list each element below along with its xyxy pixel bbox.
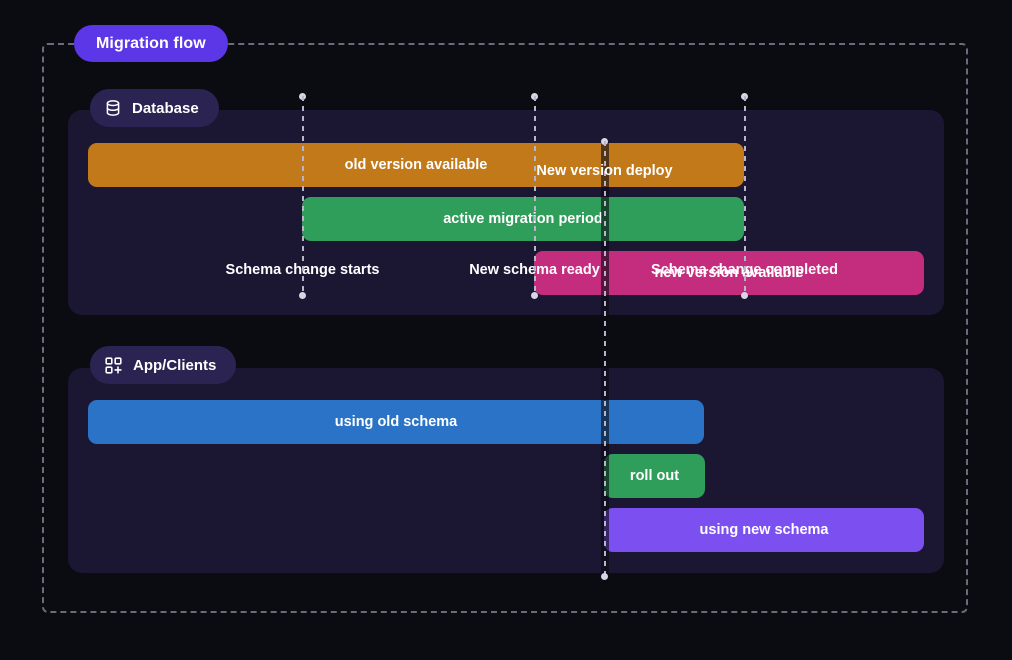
database-icon [104, 99, 122, 117]
milestone-schema-change-completed: Schema change completed [651, 93, 838, 299]
lane-chip-app-clients: App/Clients [90, 346, 237, 384]
bar-label: active migration period [443, 211, 603, 227]
milestone-dot-bottom [601, 573, 608, 580]
milestone-new-version-deploy: New version deploy [536, 138, 673, 580]
milestone-dashed-line [533, 96, 536, 296]
bar-label: old version available [344, 157, 488, 173]
bar-using-new-schema: using new schema [604, 508, 924, 552]
milestone-dashed-line [301, 96, 304, 296]
milestone-dot-bottom [531, 292, 538, 299]
flow-title-label: Migration flow [96, 34, 206, 52]
lane-chip-database: Database [90, 89, 219, 127]
milestone-dot-bottom [741, 292, 748, 299]
bar-active-migration-period: active migration period [302, 197, 744, 241]
milestone-dot-bottom [299, 292, 306, 299]
milestone-label: New version deploy [536, 163, 673, 179]
flow-boundary [42, 43, 968, 613]
bar-using-old-schema: using old schema [88, 400, 704, 444]
bar-label: using new schema [699, 522, 829, 538]
lane-chip-label-database: Database [132, 99, 199, 117]
app-grid-plus-icon [104, 356, 123, 375]
milestone-dashed-line [743, 96, 746, 296]
lane-chip-label-app-clients: App/Clients [133, 356, 217, 374]
bar-label: using old schema [334, 414, 458, 430]
milestone-dashed-line [603, 141, 606, 577]
flow-title-chip: Migration flow [74, 25, 228, 62]
milestone-new-schema-ready: New schema ready [469, 93, 600, 299]
bar-label: roll out [629, 468, 680, 484]
milestone-schema-change-starts: Schema change starts [226, 93, 379, 299]
bar-roll-out: roll out [604, 454, 705, 498]
